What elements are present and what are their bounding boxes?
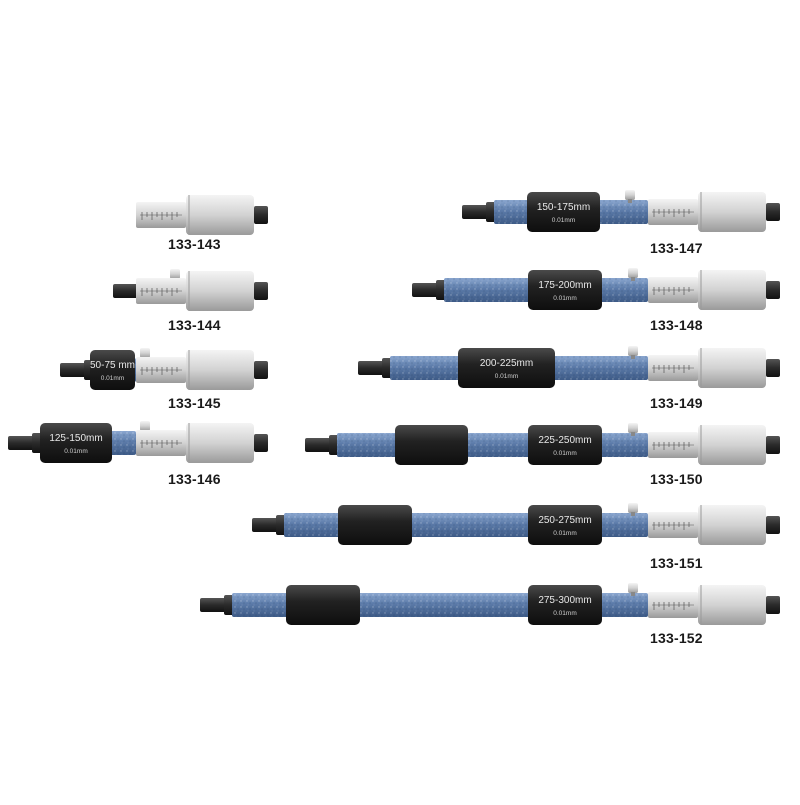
resolution-engraving: 0.01mm	[495, 373, 518, 380]
resolution-engraving: 0.01mm	[101, 375, 124, 382]
model-label-133-145: 133-145	[168, 395, 221, 411]
micrometer-133-147: 150-175mm 0.01mm	[462, 190, 780, 232]
range-engraving: 175-200mm	[538, 280, 591, 291]
range-engraving: 50-75 mm	[90, 360, 135, 371]
range-engraving: 200-225mm	[480, 358, 533, 369]
model-label-133-152: 133-152	[650, 630, 703, 646]
resolution-engraving: 0.01mm	[553, 530, 576, 537]
range-engraving: 250-275mm	[538, 515, 591, 526]
resolution-engraving: 0.01mm	[553, 610, 576, 617]
micrometer-133-143	[136, 195, 268, 235]
micrometer-133-149: 200-225mm 0.01mm	[358, 346, 780, 388]
model-label-133-151: 133-151	[650, 555, 703, 571]
micrometer-133-148: 175-200mm 0.01mm	[412, 268, 780, 310]
range-engraving: 225-250mm	[538, 435, 591, 446]
range-engraving: 125-150mm	[49, 433, 102, 444]
model-label-133-147: 133-147	[650, 240, 703, 256]
resolution-engraving: 0.01mm	[553, 295, 576, 302]
resolution-engraving: 0.01mm	[553, 450, 576, 457]
model-label-133-150: 133-150	[650, 471, 703, 487]
micrometer-133-151: 250-275mm 0.01mm	[252, 503, 780, 545]
micrometer-133-150: 225-250mm 0.01mm	[305, 423, 780, 465]
model-label-133-143: 133-143	[168, 236, 221, 252]
resolution-engraving: 0.01mm	[64, 448, 87, 455]
resolution-engraving: 0.01mm	[552, 217, 575, 224]
range-engraving: 275-300mm	[538, 595, 591, 606]
micrometer-133-152: 275-300mm 0.01mm	[200, 583, 780, 625]
model-label-133-146: 133-146	[168, 471, 221, 487]
micrometer-133-145: 50-75 mm 0.01mm	[60, 348, 268, 390]
micrometer-133-144	[113, 269, 268, 311]
range-engraving: 150-175mm	[537, 202, 590, 213]
micrometer-133-146: 125-150mm 0.01mm	[8, 421, 268, 463]
model-label-133-149: 133-149	[650, 395, 703, 411]
model-label-133-144: 133-144	[168, 317, 221, 333]
model-label-133-148: 133-148	[650, 317, 703, 333]
